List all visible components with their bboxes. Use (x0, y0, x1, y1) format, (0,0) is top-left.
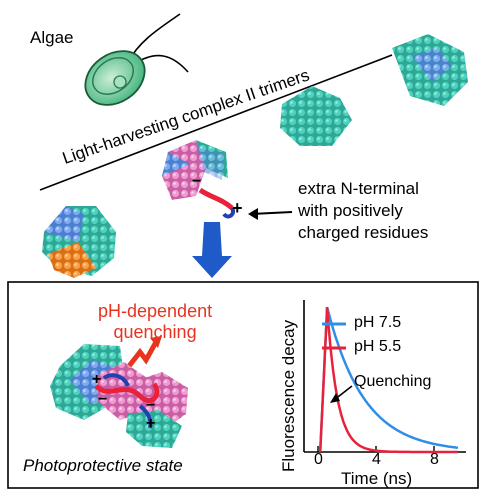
down-arrow-icon (192, 222, 232, 278)
n-terminal-line-3: charged residues (298, 223, 429, 242)
lhc-trimer-colored: − + (162, 140, 243, 219)
charge-minus: − (192, 173, 201, 190)
quenching-annotation: Quenching (354, 373, 432, 390)
n-terminal-label: extra N-terminal with positively charged… (298, 178, 428, 244)
n-terminal-line-1: extra N-terminal (298, 179, 419, 198)
lhc-dimer-complex: + − − + (50, 344, 188, 448)
quenching-bolt-icon (124, 340, 159, 372)
charge-plus: + (232, 198, 243, 218)
chart-xlabel: Time (ns) (341, 469, 413, 488)
dimer-charge-plus-1: + (92, 371, 101, 388)
ph-quenching-label: pH-dependent quenching (98, 301, 212, 343)
algae-label: Algae (30, 28, 74, 47)
n-terminal-line-2: with positively (298, 201, 403, 220)
decay-chart (303, 300, 466, 454)
dimer-charge-minus-1: − (98, 391, 107, 408)
legend-label-ph75: pH 7.5 (354, 314, 402, 331)
series-line-ph55 (318, 307, 458, 454)
membrane-line (39, 54, 393, 191)
photoprotective-label: Photoprotective state (23, 456, 183, 475)
series-line-ph75 (318, 306, 459, 453)
pointer-arrow (248, 208, 293, 220)
lhc-trimer-top-right (392, 34, 468, 106)
x-tick-8: 8 (430, 451, 439, 468)
ph-quenching-line-2: quenching (113, 322, 197, 342)
dimer-charge-plus-2: + (146, 415, 155, 432)
ph-quenching-line-1: pH-dependent (98, 301, 213, 321)
photoprotective-box (7, 281, 479, 489)
algae-cell (84, 13, 189, 106)
legend-label-ph55: pH 5.5 (354, 338, 402, 355)
x-tick-4: 4 (372, 451, 381, 468)
lhc-trimer-bottom-left (42, 206, 116, 278)
lhc-trimer-middle (280, 86, 352, 146)
dimer-charge-minus-2: − (146, 397, 155, 414)
chart-ylabel: Fluorescence decay (279, 319, 298, 472)
x-tick-0: 0 (314, 451, 323, 468)
